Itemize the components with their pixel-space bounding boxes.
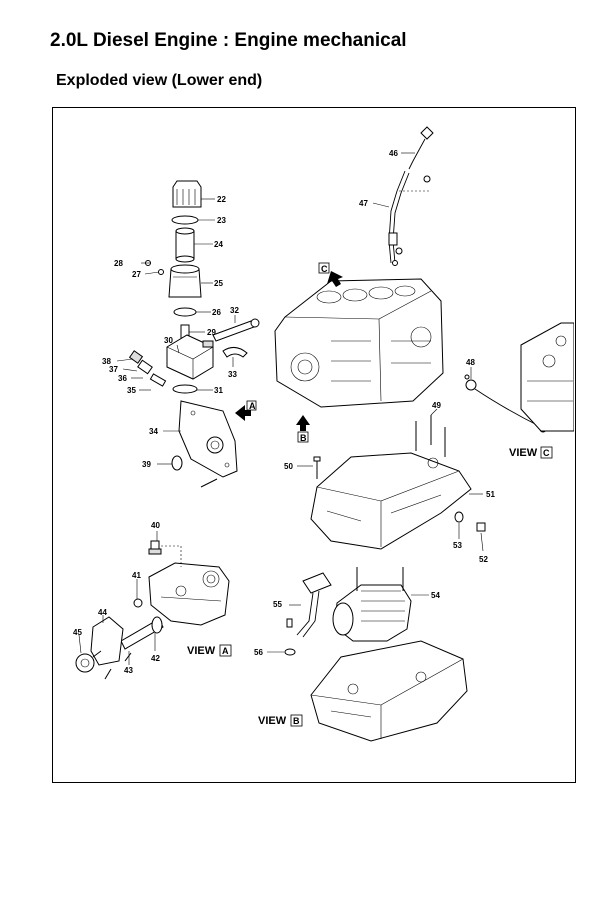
callout-32: 32 (230, 306, 239, 315)
view-b-label-text: VIEW (258, 715, 287, 727)
callout-27: 27 (132, 270, 141, 279)
oil-filter-element (175, 227, 195, 263)
view-a-label: VIEW A (187, 644, 232, 657)
housing-gasket (173, 307, 197, 317)
view-b-label: VIEW B (258, 714, 303, 727)
leader-lines (78, 152, 484, 665)
dipstick (388, 126, 434, 266)
callout-35: 35 (127, 386, 136, 395)
callout-labels: 22 23 24 25 26 27 28 29 30 31 32 33 34 3… (73, 149, 495, 675)
plug-41 (133, 598, 143, 608)
callout-43: 43 (124, 666, 133, 675)
page-title: 2.0L Diesel Engine : Engine mechanical (50, 30, 407, 51)
callout-39: 39 (142, 460, 151, 469)
seal-39 (171, 455, 183, 471)
pipe-32 (212, 318, 260, 342)
callout-47: 47 (359, 199, 368, 208)
o-ring-56 (284, 618, 296, 656)
view-b-arrow-letter: B (300, 433, 307, 443)
bolts-49 (415, 415, 446, 457)
view-a-housing (148, 562, 230, 626)
engine-block (274, 278, 444, 408)
callout-31: 31 (214, 386, 223, 395)
bolt-lower (200, 478, 218, 488)
callout-36: 36 (118, 374, 127, 383)
callout-30: 30 (164, 336, 173, 345)
view-a-arrow-letter: A (249, 401, 256, 411)
callout-22: 22 (217, 195, 226, 204)
callout-48: 48 (466, 358, 475, 367)
callout-42: 42 (151, 654, 160, 663)
callout-33: 33 (228, 370, 237, 379)
callout-52: 52 (479, 555, 488, 564)
callout-53: 53 (453, 541, 462, 550)
view-c-box-letter: C (543, 448, 550, 458)
callout-28: 28 (114, 259, 123, 268)
cover-44-45 (75, 616, 124, 673)
callout-54: 54 (431, 591, 440, 600)
callout-40: 40 (151, 521, 160, 530)
callout-25: 25 (214, 279, 223, 288)
callout-46: 46 (389, 149, 398, 158)
diagram-frame: A C B (52, 107, 576, 783)
sensor-40 (148, 540, 182, 567)
callout-56: 56 (254, 648, 263, 657)
callout-44: 44 (98, 608, 107, 617)
view-b-oil-pan (310, 640, 468, 742)
view-a-arrow: A (235, 400, 257, 421)
callout-38: 38 (102, 357, 111, 366)
oil-pump-housing-34 (178, 400, 238, 478)
view-c-label: VIEW C (509, 446, 553, 459)
callout-50: 50 (284, 462, 293, 471)
gasket-31 (172, 384, 198, 394)
callout-23: 23 (217, 216, 226, 225)
oil-cooler-module (166, 334, 214, 380)
shaft-42 (120, 616, 164, 650)
oil-filter-housing (168, 264, 202, 298)
view-b-arrow: B (296, 415, 310, 443)
oil-pan (310, 452, 472, 550)
view-a-box-letter: A (222, 646, 229, 656)
callout-55: 55 (273, 600, 282, 609)
callout-51: 51 (486, 490, 495, 499)
bolts-43 (104, 652, 132, 680)
callout-26: 26 (212, 308, 221, 317)
oil-pump-54 (332, 567, 412, 642)
callout-45: 45 (73, 628, 82, 637)
sensor-36-38 (128, 350, 153, 375)
screw-35 (149, 373, 167, 387)
view-c-arrow: C (318, 262, 343, 287)
callout-34: 34 (149, 427, 158, 436)
view-a-label-text: VIEW (187, 645, 216, 657)
view-c-label-text: VIEW (509, 447, 538, 459)
view-c-engine-fragment (520, 322, 574, 432)
callout-49: 49 (432, 401, 441, 410)
oil-filter-cap (172, 180, 202, 208)
pickup-tube-55 (296, 572, 332, 638)
view-c-arrow-letter: C (321, 264, 328, 274)
bolt-50 (313, 456, 321, 479)
callout-29: 29 (207, 328, 216, 337)
callout-37: 37 (109, 365, 118, 374)
plug-52-53 (454, 511, 486, 532)
hose-33 (222, 347, 248, 358)
view-b-box-letter: B (293, 716, 300, 726)
callout-41: 41 (132, 571, 141, 580)
section-title: Exploded view (Lower end) (56, 72, 263, 89)
callout-24: 24 (214, 240, 223, 249)
oil-filter-o-ring (171, 215, 199, 225)
exploded-view-diagram: A C B (73, 126, 574, 742)
